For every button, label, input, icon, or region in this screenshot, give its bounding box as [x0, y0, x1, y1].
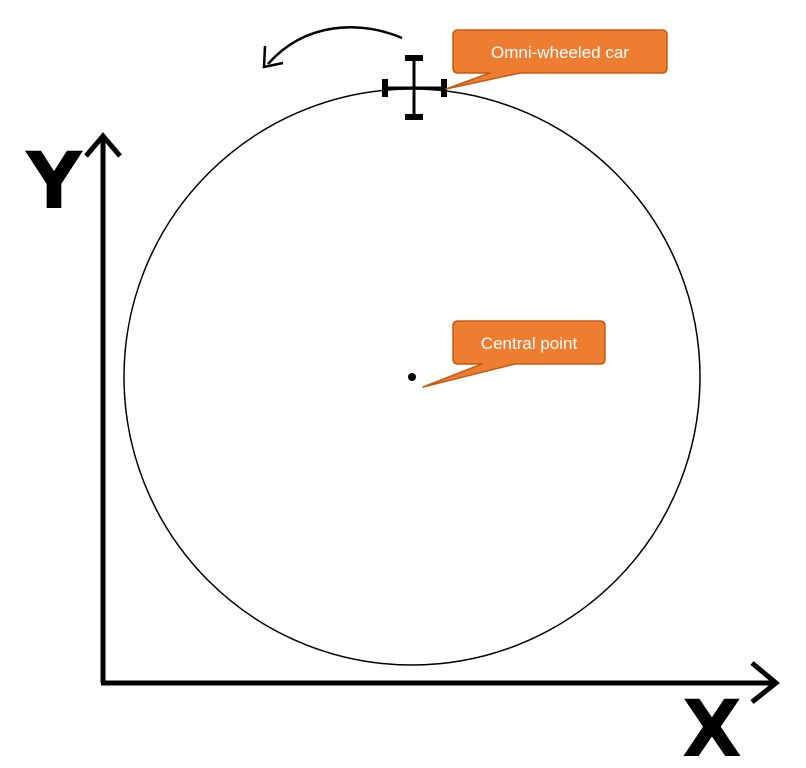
counterclockwise-arrow-icon [262, 25, 403, 69]
omni-wheel-car-icon [382, 55, 447, 120]
x-axis-label: X [682, 685, 742, 768]
center-callout: Central point [422, 320, 606, 388]
car-callout-label: Omni-wheeled car [491, 43, 629, 62]
center-callout-label: Central point [481, 334, 578, 353]
car-callout: Omni-wheeled car [445, 29, 668, 90]
y-axis-label: Y [25, 137, 84, 227]
x-axis [101, 661, 780, 704]
central-point [408, 373, 416, 381]
y-axis [84, 132, 122, 683]
